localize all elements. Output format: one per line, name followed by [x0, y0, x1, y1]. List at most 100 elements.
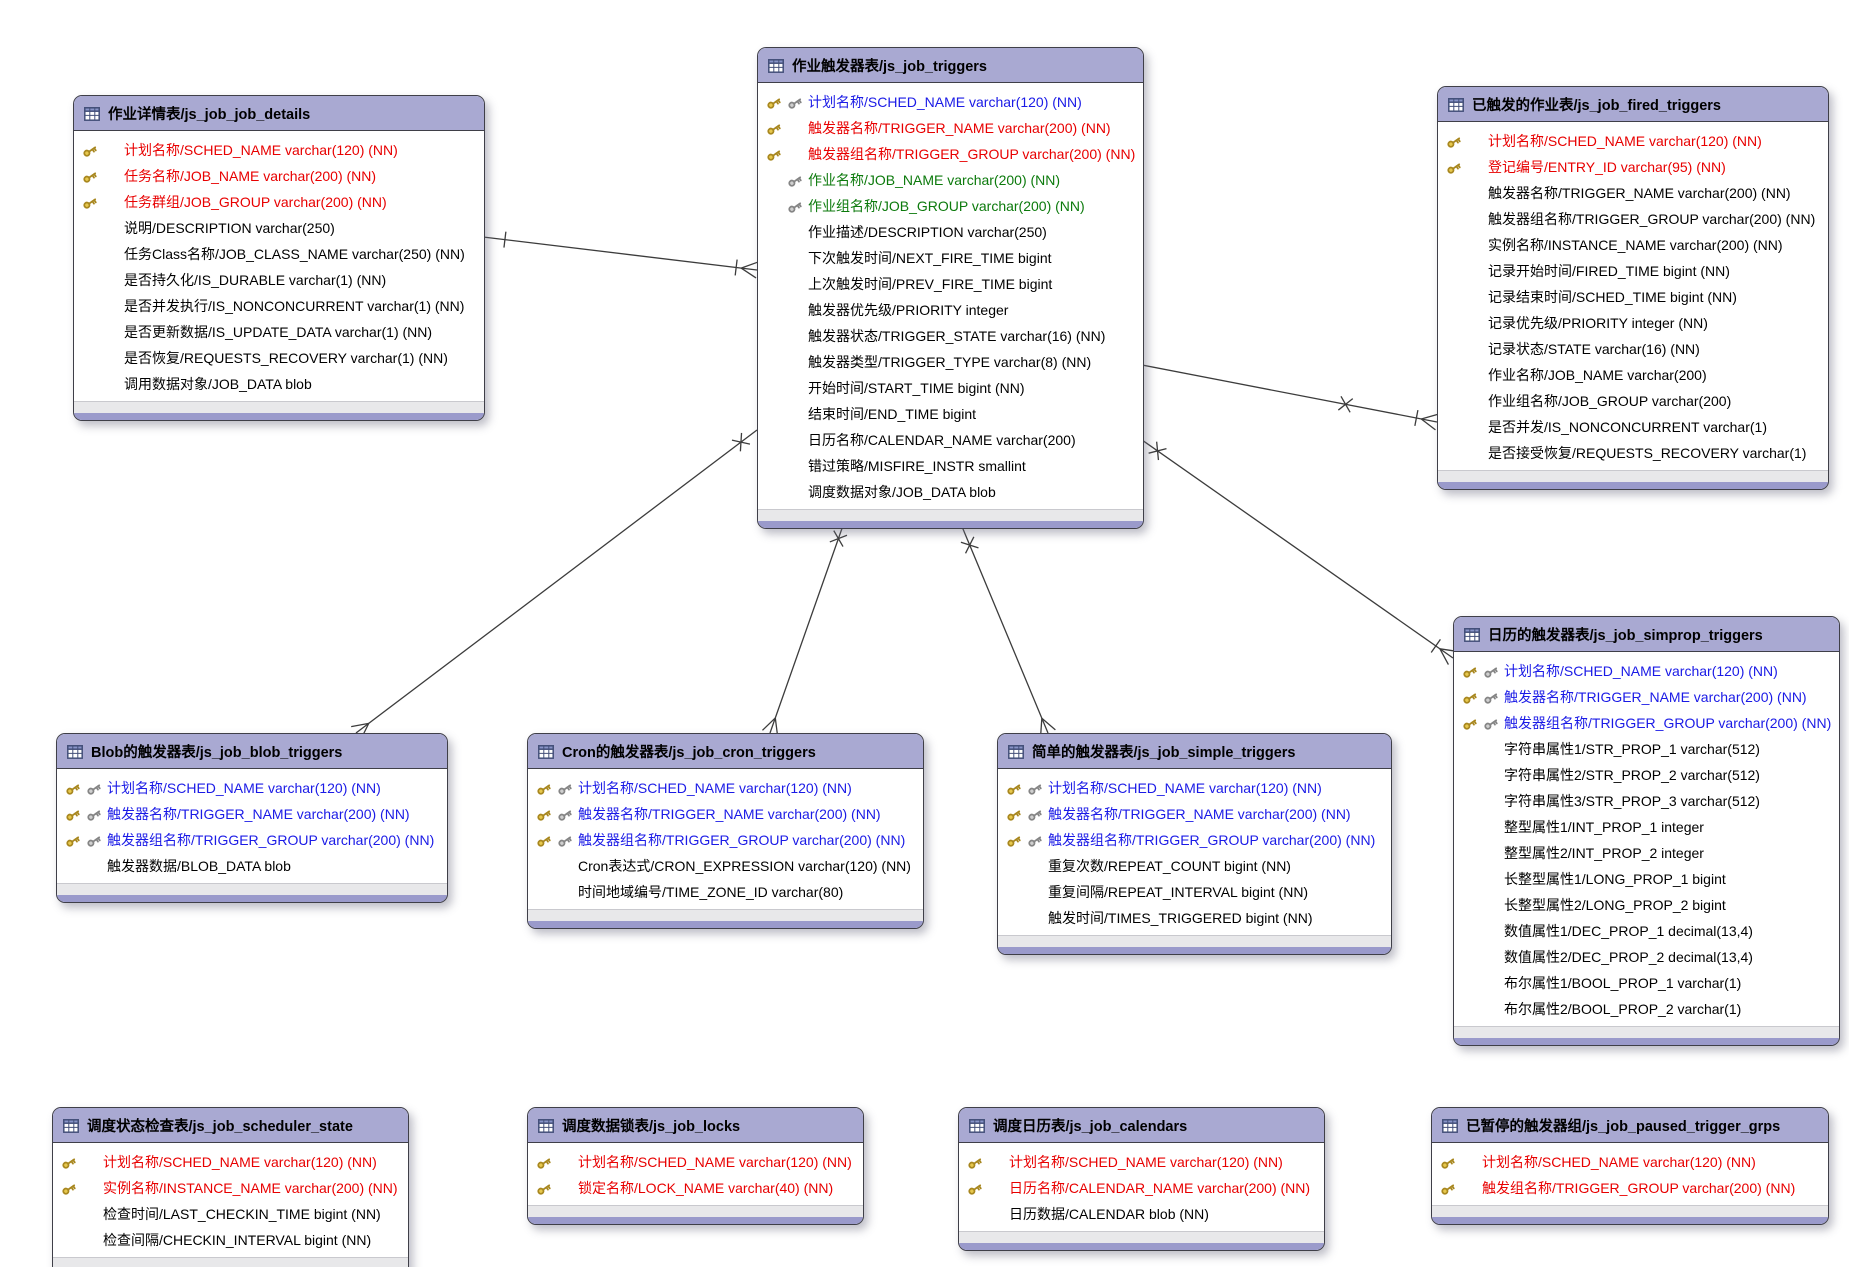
er-table-header[interactable]: 调度状态检查表/js_job_scheduler_state: [53, 1108, 408, 1143]
er-column-row[interactable]: 开始时间/START_TIME bigint (NN): [758, 375, 1143, 401]
er-column-row[interactable]: 锁定名称/LOCK_NAME varchar(40) (NN): [528, 1175, 863, 1201]
er-column-row[interactable]: 任务名称/JOB_NAME varchar(200) (NN): [74, 163, 484, 189]
er-table-js_job_cron_triggers[interactable]: Cron的触发器表/js_job_cron_triggers 计划名称/SCHE…: [527, 733, 924, 929]
er-column-row[interactable]: 重复间隔/REPEAT_INTERVAL bigint (NN): [998, 879, 1391, 905]
er-column-row[interactable]: 整型属性1/INT_PROP_1 integer: [1454, 814, 1839, 840]
er-column-row[interactable]: Cron表达式/CRON_EXPRESSION varchar(120) (NN…: [528, 853, 923, 879]
er-column-row[interactable]: 字符串属性2/STR_PROP_2 varchar(512): [1454, 762, 1839, 788]
er-column-row[interactable]: 作业描述/DESCRIPTION varchar(250): [758, 219, 1143, 245]
er-column-row[interactable]: 是否并发/IS_NONCONCURRENT varchar(1): [1438, 414, 1828, 440]
er-column-row[interactable]: 长整型属性1/LONG_PROP_1 bigint: [1454, 866, 1839, 892]
er-table-header[interactable]: 作业触发器表/js_job_triggers: [758, 48, 1143, 83]
er-column-row[interactable]: 结束时间/END_TIME bigint: [758, 401, 1143, 427]
er-column-row[interactable]: 字符串属性3/STR_PROP_3 varchar(512): [1454, 788, 1839, 814]
er-column-row[interactable]: 调用数据对象/JOB_DATA blob: [74, 371, 484, 397]
er-column-row[interactable]: 是否并发执行/IS_NONCONCURRENT varchar(1) (NN): [74, 293, 484, 319]
er-column-row[interactable]: 触发器组名称/TRIGGER_GROUP varchar(200) (NN): [1454, 710, 1839, 736]
er-column-row[interactable]: 说明/DESCRIPTION varchar(250): [74, 215, 484, 241]
er-column-row[interactable]: 计划名称/SCHED_NAME varchar(120) (NN): [57, 775, 447, 801]
er-column-row[interactable]: 实例名称/INSTANCE_NAME varchar(200) (NN): [1438, 232, 1828, 258]
er-column-row[interactable]: 登记编号/ENTRY_ID varchar(95) (NN): [1438, 154, 1828, 180]
er-table-header[interactable]: 日历的触发器表/js_job_simprop_triggers: [1454, 617, 1839, 652]
er-column-row[interactable]: 触发器名称/TRIGGER_NAME varchar(200) (NN): [758, 115, 1143, 141]
er-column-row[interactable]: 计划名称/SCHED_NAME varchar(120) (NN): [53, 1149, 408, 1175]
er-table-js_job_paused_trigger_grps[interactable]: 已暂停的触发器组/js_job_paused_trigger_grps 计划名称…: [1431, 1107, 1829, 1225]
er-column-row[interactable]: 触发器数据/BLOB_DATA blob: [57, 853, 447, 879]
er-column-row[interactable]: 重复次数/REPEAT_COUNT bigint (NN): [998, 853, 1391, 879]
er-column-row[interactable]: 数值属性1/DEC_PROP_1 decimal(13,4): [1454, 918, 1839, 944]
er-column-row[interactable]: 计划名称/SCHED_NAME varchar(120) (NN): [1438, 128, 1828, 154]
er-table-js_job_simple_triggers[interactable]: 简单的触发器表/js_job_simple_triggers 计划名称/SCHE…: [997, 733, 1392, 955]
er-column-row[interactable]: 触发器组名称/TRIGGER_GROUP varchar(200) (NN): [528, 827, 923, 853]
er-column-row[interactable]: 日历名称/CALENDAR_NAME varchar(200) (NN): [959, 1175, 1324, 1201]
er-column-row[interactable]: 作业名称/JOB_NAME varchar(200) (NN): [758, 167, 1143, 193]
er-column-row[interactable]: 触发器组名称/TRIGGER_GROUP varchar(200) (NN): [57, 827, 447, 853]
er-table-js_job_blob_triggers[interactable]: Blob的触发器表/js_job_blob_triggers 计划名称/SCHE…: [56, 733, 448, 903]
er-table-header[interactable]: 已暂停的触发器组/js_job_paused_trigger_grps: [1432, 1108, 1828, 1143]
er-table-header[interactable]: 作业详情表/js_job_job_details: [74, 96, 484, 131]
er-column-row[interactable]: 触发器优先级/PRIORITY integer: [758, 297, 1143, 323]
er-column-row[interactable]: 计划名称/SCHED_NAME varchar(120) (NN): [74, 137, 484, 163]
er-table-header[interactable]: 调度日历表/js_job_calendars: [959, 1108, 1324, 1143]
er-column-row[interactable]: 是否更新数据/IS_UPDATE_DATA varchar(1) (NN): [74, 319, 484, 345]
er-column-row[interactable]: 计划名称/SCHED_NAME varchar(120) (NN): [1454, 658, 1839, 684]
er-column-row[interactable]: 调度数据对象/JOB_DATA blob: [758, 479, 1143, 505]
er-column-row[interactable]: 作业组名称/JOB_GROUP varchar(200) (NN): [758, 193, 1143, 219]
er-column-row[interactable]: 记录优先级/PRIORITY integer (NN): [1438, 310, 1828, 336]
er-column-row[interactable]: 记录结束时间/SCHED_TIME bigint (NN): [1438, 284, 1828, 310]
er-column-row[interactable]: 布尔属性1/BOOL_PROP_1 varchar(1): [1454, 970, 1839, 996]
er-column-row[interactable]: 日历名称/CALENDAR_NAME varchar(200): [758, 427, 1143, 453]
er-column-row[interactable]: 触发器状态/TRIGGER_STATE varchar(16) (NN): [758, 323, 1143, 349]
er-column-row[interactable]: 实例名称/INSTANCE_NAME varchar(200) (NN): [53, 1175, 408, 1201]
er-column-row[interactable]: 计划名称/SCHED_NAME varchar(120) (NN): [528, 775, 923, 801]
er-column-row[interactable]: 数值属性2/DEC_PROP_2 decimal(13,4): [1454, 944, 1839, 970]
er-column-row[interactable]: 是否恢复/REQUESTS_RECOVERY varchar(1) (NN): [74, 345, 484, 371]
er-column-row[interactable]: 任务Class名称/JOB_CLASS_NAME varchar(250) (N…: [74, 241, 484, 267]
er-column-row[interactable]: 是否持久化/IS_DURABLE varchar(1) (NN): [74, 267, 484, 293]
er-table-js_job_fired_triggers[interactable]: 已触发的作业表/js_job_fired_triggers 计划名称/SCHED…: [1437, 86, 1829, 490]
er-table-header[interactable]: 已触发的作业表/js_job_fired_triggers: [1438, 87, 1828, 122]
er-column-row[interactable]: 检查间隔/CHECKIN_INTERVAL bigint (NN): [53, 1227, 408, 1253]
er-column-row[interactable]: 布尔属性2/BOOL_PROP_2 varchar(1): [1454, 996, 1839, 1022]
er-column-row[interactable]: 字符串属性1/STR_PROP_1 varchar(512): [1454, 736, 1839, 762]
er-column-row[interactable]: 上次触发时间/PREV_FIRE_TIME bigint: [758, 271, 1143, 297]
er-column-row[interactable]: 作业名称/JOB_NAME varchar(200): [1438, 362, 1828, 388]
er-column-row[interactable]: 检查时间/LAST_CHECKIN_TIME bigint (NN): [53, 1201, 408, 1227]
er-column-row[interactable]: 触发器名称/TRIGGER_NAME varchar(200) (NN): [998, 801, 1391, 827]
er-column-row[interactable]: 触发器类型/TRIGGER_TYPE varchar(8) (NN): [758, 349, 1143, 375]
er-table-header[interactable]: Blob的触发器表/js_job_blob_triggers: [57, 734, 447, 769]
er-table-js_job_job_details[interactable]: 作业详情表/js_job_job_details 计划名称/SCHED_NAME…: [73, 95, 485, 421]
er-column-row[interactable]: 长整型属性2/LONG_PROP_2 bigint: [1454, 892, 1839, 918]
er-column-row[interactable]: 计划名称/SCHED_NAME varchar(120) (NN): [528, 1149, 863, 1175]
er-column-row[interactable]: 时间地域编号/TIME_ZONE_ID varchar(80): [528, 879, 923, 905]
er-table-js_job_triggers[interactable]: 作业触发器表/js_job_triggers 计划名称/SCHED_NAME v…: [757, 47, 1144, 529]
er-column-row[interactable]: 触发器组名称/TRIGGER_GROUP varchar(200) (NN): [1438, 206, 1828, 232]
er-column-row[interactable]: 整型属性2/INT_PROP_2 integer: [1454, 840, 1839, 866]
er-column-row[interactable]: 作业组名称/JOB_GROUP varchar(200): [1438, 388, 1828, 414]
er-table-js_job_locks[interactable]: 调度数据锁表/js_job_locks 计划名称/SCHED_NAME varc…: [527, 1107, 864, 1225]
er-column-row[interactable]: 触发器组名称/TRIGGER_GROUP varchar(200) (NN): [758, 141, 1143, 167]
er-table-js_job_scheduler_state[interactable]: 调度状态检查表/js_job_scheduler_state 计划名称/SCHE…: [52, 1107, 409, 1267]
er-table-js_job_simprop_triggers[interactable]: 日历的触发器表/js_job_simprop_triggers 计划名称/SCH…: [1453, 616, 1840, 1046]
er-table-header[interactable]: 简单的触发器表/js_job_simple_triggers: [998, 734, 1391, 769]
er-column-row[interactable]: 计划名称/SCHED_NAME varchar(120) (NN): [998, 775, 1391, 801]
er-table-header[interactable]: Cron的触发器表/js_job_cron_triggers: [528, 734, 923, 769]
er-column-row[interactable]: 计划名称/SCHED_NAME varchar(120) (NN): [1432, 1149, 1828, 1175]
er-column-row[interactable]: 计划名称/SCHED_NAME varchar(120) (NN): [959, 1149, 1324, 1175]
er-column-row[interactable]: 日历数据/CALENDAR blob (NN): [959, 1201, 1324, 1227]
er-column-row[interactable]: 触发组名称/TRIGGER_GROUP varchar(200) (NN): [1432, 1175, 1828, 1201]
er-column-row[interactable]: 触发时间/TIMES_TRIGGERED bigint (NN): [998, 905, 1391, 931]
er-column-row[interactable]: 下次触发时间/NEXT_FIRE_TIME bigint: [758, 245, 1143, 271]
er-column-row[interactable]: 触发器名称/TRIGGER_NAME varchar(200) (NN): [528, 801, 923, 827]
er-column-row[interactable]: 错过策略/MISFIRE_INSTR smallint: [758, 453, 1143, 479]
er-column-row[interactable]: 触发器名称/TRIGGER_NAME varchar(200) (NN): [57, 801, 447, 827]
er-column-row[interactable]: 任务群组/JOB_GROUP varchar(200) (NN): [74, 189, 484, 215]
er-column-row[interactable]: 触发器名称/TRIGGER_NAME varchar(200) (NN): [1454, 684, 1839, 710]
er-column-row[interactable]: 记录状态/STATE varchar(16) (NN): [1438, 336, 1828, 362]
er-table-header[interactable]: 调度数据锁表/js_job_locks: [528, 1108, 863, 1143]
er-column-row[interactable]: 触发器组名称/TRIGGER_GROUP varchar(200) (NN): [998, 827, 1391, 853]
er-table-js_job_calendars[interactable]: 调度日历表/js_job_calendars 计划名称/SCHED_NAME v…: [958, 1107, 1325, 1251]
er-column-row[interactable]: 触发器名称/TRIGGER_NAME varchar(200) (NN): [1438, 180, 1828, 206]
er-column-row[interactable]: 记录开始时间/FIRED_TIME bigint (NN): [1438, 258, 1828, 284]
er-column-row[interactable]: 是否接受恢复/REQUESTS_RECOVERY varchar(1): [1438, 440, 1828, 466]
